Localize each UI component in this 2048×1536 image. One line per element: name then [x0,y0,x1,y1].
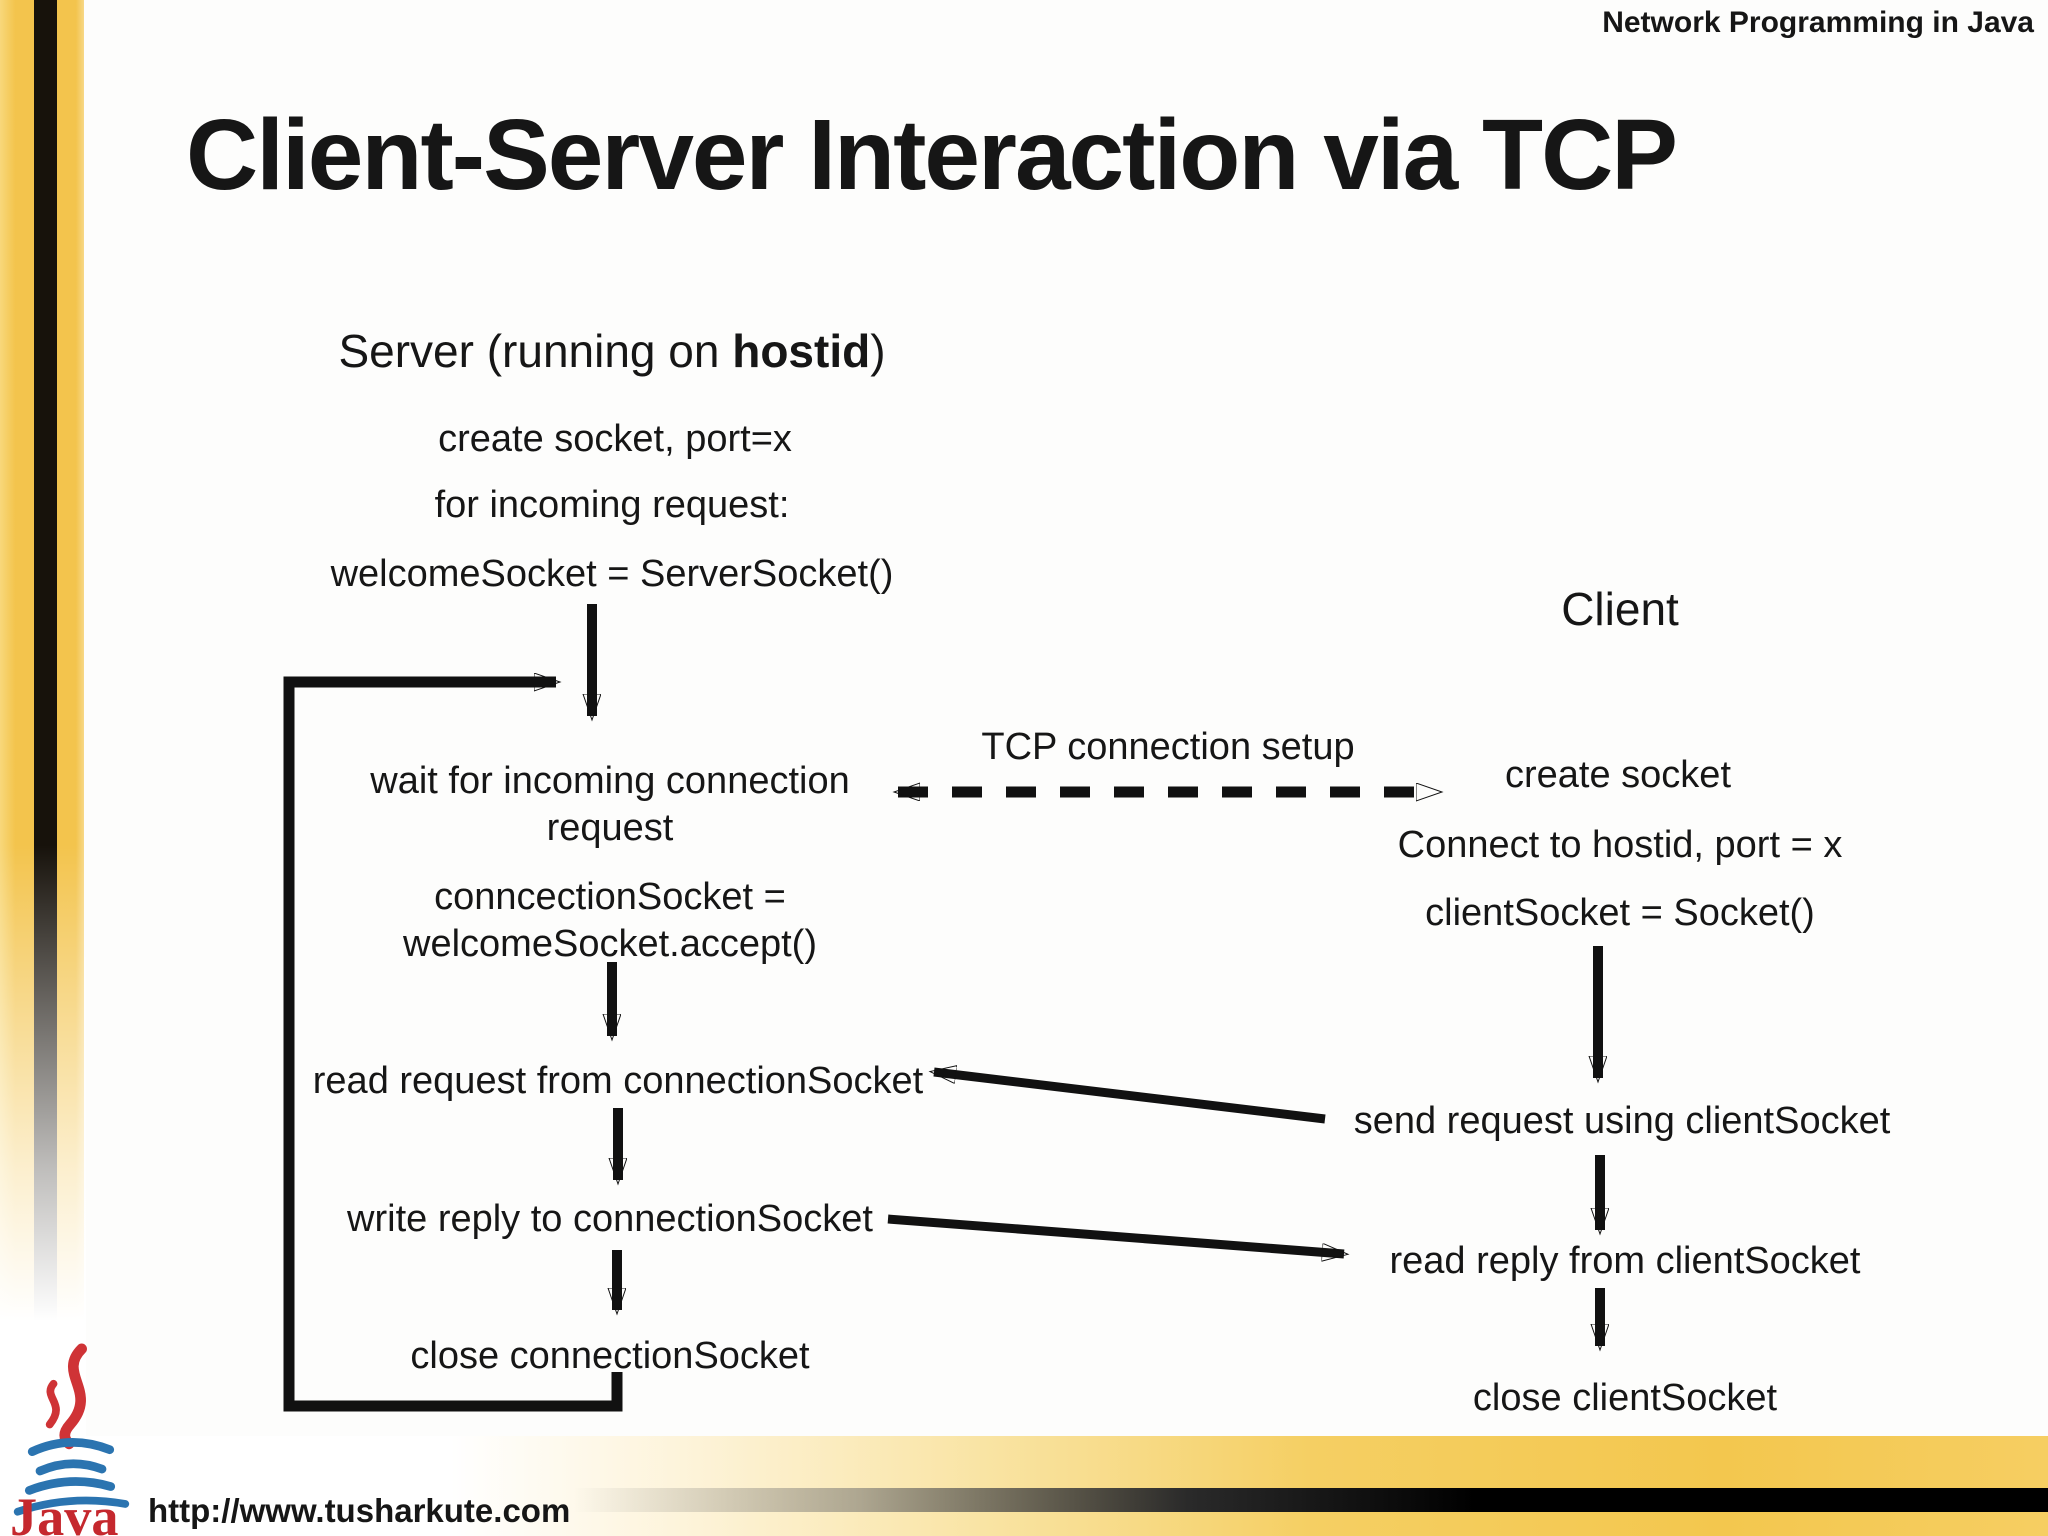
server-heading-suffix: ) [870,325,886,377]
bottom-band-stripe [0,1488,2048,1512]
server-step-accept-line1: conncectionSocket = [434,876,786,918]
server-step-accept-line2: welcomeSocket.accept() [403,923,817,965]
left-border-fade [0,0,86,1536]
server-step-create-socket: create socket, port=x [438,418,792,460]
client-step-close: close clientSocket [1472,1377,1778,1419]
server-step-wait: wait for incoming connection request [370,758,849,852]
course-header: Network Programming in Java [1602,6,2034,39]
footer-url: http://www.tusharkute.com [148,1492,571,1529]
client-step-send-request: send request using clientSocket [1353,1100,1891,1142]
client-step-read-reply: read reply from clientSocket [1389,1240,1861,1282]
client-step-create-socket: create socket [1505,754,1731,796]
arrow-loop-back [283,682,623,1412]
arrow-send-request-message [934,1072,1326,1124]
server-step-wait-line2: request [546,807,674,849]
java-cup-rim-icon [27,1438,115,1456]
client-step-connect: Connect to hostid, port = x [1397,824,1843,866]
server-step-close: close connectionSocket [410,1335,810,1377]
client-step-client-socket: clientSocket = Socket() [1425,892,1815,934]
server-step-wait-line1: wait for incoming connection [370,760,850,802]
server-step-for-incoming: for incoming request: [434,484,790,526]
server-step-accept: conncectionSocket = welcomeSocket.accept… [403,874,817,968]
server-heading: Server (running on hostid) [338,328,885,375]
tcp-connection-setup-label: TCP connection setup [981,726,1355,768]
server-heading-prefix: Server (running on [338,325,733,377]
server-step-read-request: read request from connectionSocket [312,1060,924,1102]
bottom-band [0,1436,2048,1536]
client-heading: Client [1561,583,1679,635]
arrow-write-reply-message [887,1214,1344,1254]
java-steam-icon [59,1343,87,1450]
page-title: Client-Server Interaction via TCP [186,99,1678,211]
server-step-write-reply: write reply to connectionSocket [347,1198,873,1240]
java-cup-low-icon [24,1477,116,1495]
java-cup-mid-icon [35,1459,107,1476]
java-saucer-icon [13,1496,130,1516]
server-step-welcome-socket: welcomeSocket = ServerSocket() [330,553,894,595]
server-heading-hostid: hostid [732,325,871,377]
java-logo: Java [10,1343,130,1536]
java-steam-small-icon [45,1379,60,1429]
java-wordmark: Java [10,1487,119,1536]
